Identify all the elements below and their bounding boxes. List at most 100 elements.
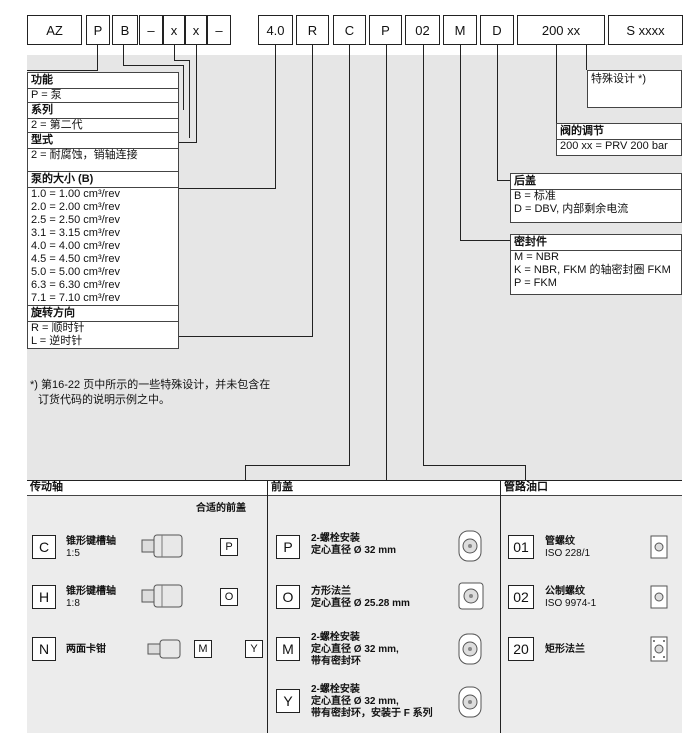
connector-line bbox=[349, 45, 350, 465]
front-line: 2-螺栓安装 bbox=[311, 684, 360, 695]
code-box-special: S xxxx bbox=[608, 15, 683, 45]
connector-line bbox=[183, 65, 184, 110]
connector-line bbox=[97, 45, 98, 70]
cover-code-p: P bbox=[220, 538, 238, 556]
valve-title: 阀的调节 bbox=[557, 124, 681, 140]
left-option-list: 功能 P = 泵 系列 2 = 第二代 型式 2 = 耐腐蚀，销轴连接 泵的大小… bbox=[27, 72, 179, 372]
port-standard: ISO 228/1 bbox=[545, 548, 591, 559]
connector-line bbox=[460, 45, 461, 240]
rear-cover-title: 后盖 bbox=[511, 174, 681, 190]
footnote-line: *) 第16-22 页中所示的一些特殊设计，并未包含在 bbox=[30, 379, 271, 391]
square-flange-icon bbox=[458, 582, 484, 610]
shaft-code-c: C bbox=[32, 535, 56, 559]
connector-line bbox=[123, 65, 183, 66]
connector-line bbox=[312, 45, 313, 336]
function-item: P = 泵 bbox=[31, 89, 62, 101]
front-cover-column-header: 前盖 bbox=[268, 480, 500, 496]
connector-line bbox=[497, 180, 510, 181]
table-top-border bbox=[27, 480, 682, 481]
code-box-front: P bbox=[369, 15, 402, 45]
connector-line bbox=[179, 188, 276, 189]
connector-line bbox=[189, 60, 190, 138]
front-line: 定心直径 Ø 25.28 mm bbox=[311, 598, 410, 609]
port-standard: ISO 9974-1 bbox=[545, 598, 597, 609]
seal-title: 密封件 bbox=[511, 235, 681, 251]
front-cover-icon bbox=[458, 633, 482, 665]
front-line: 2-螺栓安装 bbox=[311, 632, 360, 643]
seal-item: K = NBR, FKM 的轴密封圈 FKM bbox=[514, 264, 671, 276]
code-box-seal: M bbox=[443, 15, 477, 45]
shaft-code-n: N bbox=[32, 637, 56, 661]
port-name: 公制螺纹 bbox=[545, 586, 585, 597]
code-box-b: B bbox=[112, 15, 138, 45]
connector-line bbox=[27, 70, 98, 71]
port-code-02: 02 bbox=[508, 585, 534, 609]
connector-line bbox=[179, 142, 197, 143]
cover-code-m: M bbox=[194, 640, 212, 658]
port-column-header: 管路油口 bbox=[501, 480, 682, 496]
shaft-ratio: 1:5 bbox=[66, 548, 80, 559]
code-box-x1: x bbox=[163, 15, 185, 45]
port-name-20: 矩形法兰 bbox=[545, 644, 585, 655]
footnote: *) 第16-22 页中所示的一些特殊设计，并未包含在 订货代码的说明示例之中。 bbox=[30, 378, 270, 408]
port-thread-icon bbox=[650, 535, 668, 559]
connector-line bbox=[245, 465, 246, 480]
front-label-p: 2-螺栓安装定心直径 Ø 32 mm bbox=[311, 533, 396, 557]
front-code-o: O bbox=[276, 585, 300, 609]
connector-line bbox=[525, 465, 526, 480]
connector-line bbox=[497, 45, 498, 180]
size-item: 6.3 = 6.30 cm³/rev bbox=[31, 279, 120, 291]
size-item: 5.0 = 5.00 cm³/rev bbox=[31, 266, 120, 278]
seal-item: M = NBR bbox=[514, 251, 559, 263]
valve-item: 200 xx = PRV 200 bar bbox=[560, 140, 668, 152]
function-title: 功能 bbox=[28, 73, 178, 89]
code-box-port: 02 bbox=[405, 15, 440, 45]
front-cover-icon bbox=[458, 686, 482, 718]
shaft-ratio: 1:8 bbox=[66, 598, 80, 609]
code-box-p: P bbox=[86, 15, 110, 45]
column-divider bbox=[500, 480, 501, 733]
code-box-dash: – bbox=[139, 15, 163, 45]
rotation-item-r: R = 顺时针 bbox=[31, 322, 85, 334]
size-item: 4.5 = 4.50 cm³/rev bbox=[31, 253, 120, 265]
code-box-rear: D bbox=[480, 15, 514, 45]
front-code-p: P bbox=[276, 535, 300, 559]
tapered-shaft-icon bbox=[141, 584, 183, 608]
code-box-size: 4.0 bbox=[258, 15, 293, 45]
port-column bbox=[501, 496, 682, 733]
connector-line bbox=[423, 45, 424, 465]
connector-line bbox=[460, 240, 510, 241]
seal-item: P = FKM bbox=[514, 277, 557, 289]
code-box-dash2: – bbox=[207, 15, 231, 45]
front-code-m: M bbox=[276, 637, 300, 661]
connector-line bbox=[556, 45, 557, 123]
connector-line bbox=[423, 465, 525, 466]
connector-line bbox=[174, 45, 175, 60]
size-item: 3.1 = 3.15 cm³/rev bbox=[31, 227, 120, 239]
cover-code-y: Y bbox=[245, 640, 263, 658]
rear-cover-block: 后盖 B = 标准 D = DBV, 内部剩余电流 bbox=[510, 173, 682, 223]
rear-cover-item: D = DBV, 内部剩余电流 bbox=[514, 203, 629, 215]
type-item: 2 = 耐腐蚀，销轴连接 bbox=[31, 149, 138, 161]
connector-line bbox=[174, 60, 189, 61]
shaft-name-n: 两面卡钳 bbox=[66, 644, 106, 655]
port-code-01: 01 bbox=[508, 535, 534, 559]
front-label-y: 2-螺栓安装定心直径 Ø 32 mm,带有密封环，安装于 F 系列 bbox=[311, 684, 433, 720]
port-code-20: 20 bbox=[508, 637, 534, 661]
column-divider bbox=[267, 480, 268, 733]
front-code-y: Y bbox=[276, 689, 300, 713]
connector-line bbox=[123, 45, 124, 65]
shaft-name: 锥形键槽轴 bbox=[66, 586, 116, 597]
shaft-column-header: 传动轴 bbox=[27, 480, 267, 496]
code-box-rotation: R bbox=[296, 15, 329, 45]
rear-cover-item: B = 标准 bbox=[514, 190, 556, 202]
front-label-m: 2-螺栓安装定心直径 Ø 32 mm,带有密封环 bbox=[311, 632, 399, 668]
valve-block: 阀的调节 200 xx = PRV 200 bar bbox=[556, 123, 682, 156]
front-line: 带有密封环，安装于 F 系列 bbox=[311, 708, 433, 719]
front-line: 2-螺栓安装 bbox=[311, 533, 360, 544]
seal-block: 密封件 M = NBR K = NBR, FKM 的轴密封圈 FKM P = F… bbox=[510, 234, 682, 295]
port-name: 管螺纹 bbox=[545, 536, 575, 547]
